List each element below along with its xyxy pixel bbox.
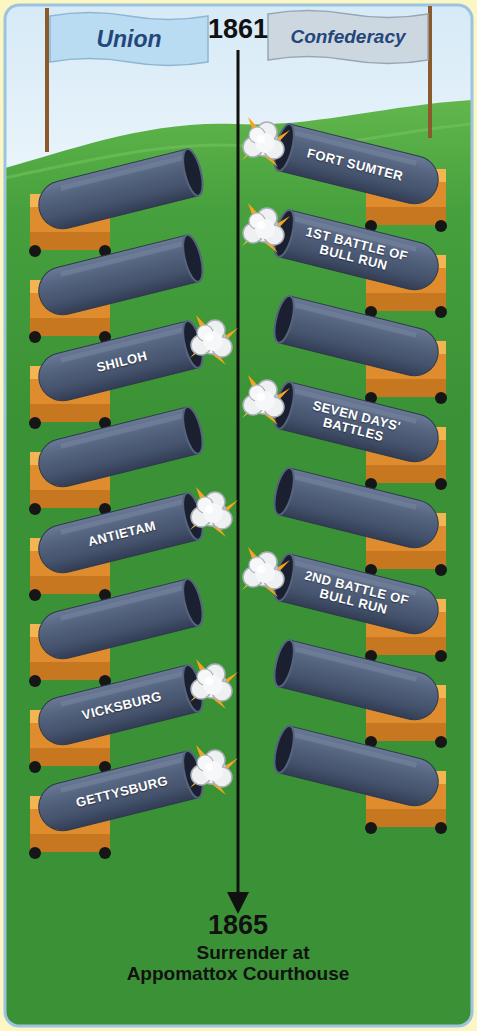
cannon-smoke (188, 745, 238, 795)
text-holder: Confederacy (268, 10, 428, 64)
cannon-barrel (34, 147, 207, 234)
battle-name: SEVEN DAYS' BATTLES (294, 395, 415, 451)
battle-name: ANTIETAM (87, 519, 158, 549)
battle-cannon: FORT SUMTER (266, 120, 443, 210)
cannon-smoke (188, 659, 238, 709)
flag-pole (45, 8, 49, 152)
cannon-smoke (188, 487, 238, 537)
side-flag: Confederacy (268, 10, 428, 64)
year-label: 1865 (178, 910, 298, 940)
side-name: Union (96, 26, 161, 53)
battle-cannon: 2ND BATTLE OF BULL RUN (266, 550, 443, 640)
battle-name: SHILOH (95, 349, 148, 375)
battle-name: 2ND BATTLE OF BULL RUN (294, 567, 415, 623)
text-holder: ANTIETAM (51, 494, 193, 575)
cannon-smoke (188, 315, 238, 365)
text-holder: SEVEN DAYS' BATTLES (284, 383, 426, 464)
cannon-smoke (240, 547, 290, 597)
text-holder: Union (50, 12, 208, 66)
cannon-barrel (271, 638, 444, 725)
battle-cannon: SHILOH (33, 317, 210, 407)
battle-cannon: ANTIETAM (33, 489, 210, 579)
cannon-barrel (34, 577, 207, 664)
text-holder: FORT SUMTER (284, 125, 426, 206)
battle-name: VICKSBURG (81, 689, 164, 722)
cannon-smoke (240, 117, 290, 167)
cannon-smoke (240, 203, 290, 253)
inner-border (5, 5, 472, 1026)
cannon-barrel (271, 466, 444, 553)
side-flag: Union (50, 12, 208, 66)
text-holder: SHILOH (51, 322, 193, 403)
text-holder: 1ST BATTLE OF BULL RUN (284, 211, 426, 292)
side-name: Confederacy (290, 26, 405, 48)
text-holder: VICKSBURG (51, 666, 193, 747)
battle-name: FORT SUMTER (306, 146, 405, 183)
end-event-label: Surrender at Appomattox Courthouse (118, 942, 358, 984)
year-label: 1861 (193, 14, 283, 44)
sky (5, 5, 472, 1026)
battle-name: GETTYSBURG (75, 774, 170, 810)
cannon-barrel (271, 294, 444, 381)
cannon-barrel (34, 233, 207, 320)
cannon-smoke (240, 375, 290, 425)
timeline-line (237, 50, 240, 896)
battle-cannon: 1ST BATTLE OF BULL RUN (266, 206, 443, 296)
text-holder: GETTYSBURG (51, 752, 193, 833)
cannon-barrel (271, 724, 444, 811)
battle-cannon: VICKSBURG (33, 661, 210, 751)
text-holder: 2ND BATTLE OF BULL RUN (284, 555, 426, 636)
battle-cannon: SEVEN DAYS' BATTLES (266, 378, 443, 468)
battle-name: 1ST BATTLE OF BULL RUN (294, 223, 415, 279)
cannon-barrel (34, 405, 207, 492)
battle-cannon: GETTYSBURG (33, 747, 210, 837)
